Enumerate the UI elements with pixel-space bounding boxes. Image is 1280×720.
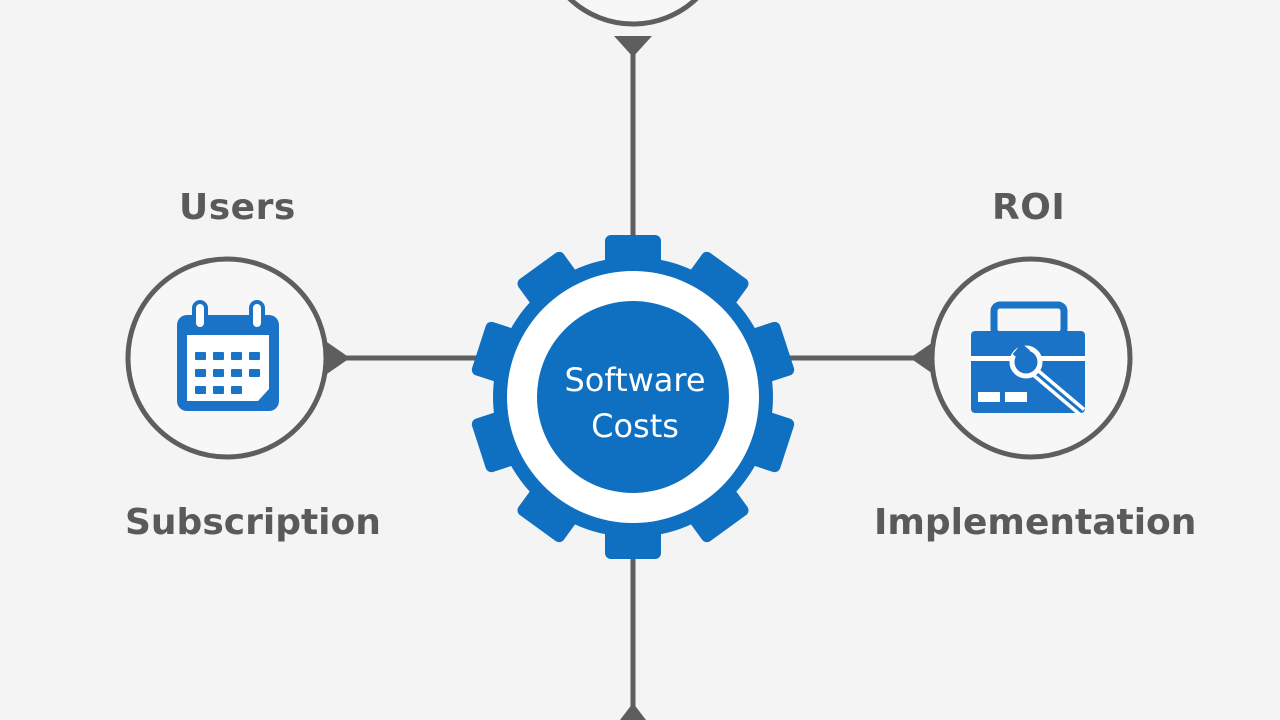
gear-tooth: [684, 481, 749, 543]
gear-tooth: [517, 481, 582, 543]
connector-top: [614, 36, 652, 238]
node-top: [567, 0, 699, 27]
gear-tooth: [517, 251, 582, 313]
connector-left: [324, 340, 496, 376]
connector-bottom: [620, 556, 646, 720]
connector-right: [770, 340, 936, 376]
toolbox-icon: [971, 301, 1086, 416]
label-subscription: Subscription: [125, 502, 381, 543]
gear-icon: [471, 235, 795, 559]
hub-title-line-2: Costs: [591, 407, 679, 445]
hub-title-line-1: Software: [564, 361, 706, 399]
label-implementation: Implementation: [874, 502, 1197, 543]
gear-tooth: [684, 251, 749, 313]
calendar-icon: [177, 300, 279, 411]
label-roi: ROI: [992, 187, 1066, 228]
label-users: Users: [179, 187, 296, 228]
